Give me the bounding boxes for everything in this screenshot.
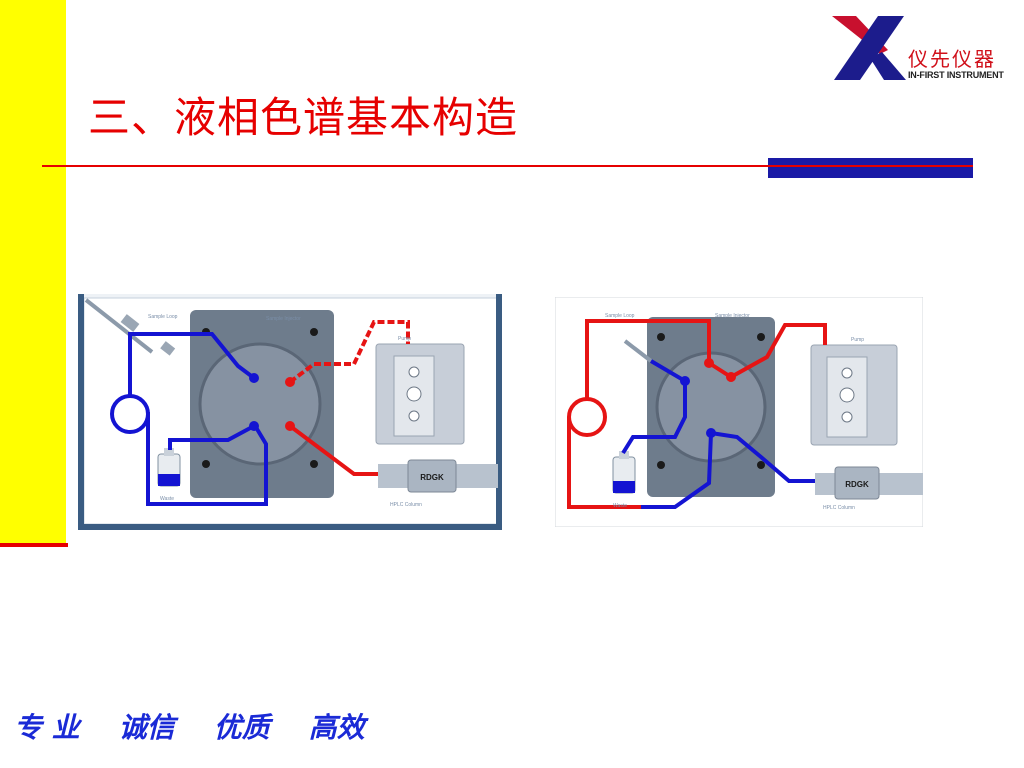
slide-title: 三、液相色谱基本构造 (88, 93, 519, 142)
pump-label: Pump (851, 337, 864, 343)
side-accent-bar (0, 0, 66, 545)
side-accent-underline (0, 543, 68, 547)
sample-loop-label: Sample Loop (148, 314, 178, 320)
sample-loop-label: Sample Loop (605, 313, 635, 319)
title-divider (42, 165, 972, 167)
waste-label: Waste (613, 503, 627, 509)
sample-injector-label: Sample Injector (715, 313, 750, 319)
hplc-column-label: HPLC Column (823, 505, 855, 511)
footer-slogan: 专 业 诚信 优质 高效 (14, 711, 365, 744)
company-name-en: IN-FIRST INSTRUMENT (908, 70, 1004, 80)
hplc-column-label: HPLC Column (390, 502, 422, 508)
pump-label: Pump (398, 336, 411, 342)
title-divider-block (768, 158, 973, 178)
column-brand-label: RDGK (845, 480, 869, 489)
company-logo (832, 16, 906, 80)
injector-diagram-inject: RDGK Sample Loop Sample Injector Pump Wa… (555, 297, 923, 527)
injector-diagram-load: RDGK Sample Loop Sample Injector Pump Wa… (78, 294, 502, 530)
waste-label: Waste (160, 496, 174, 502)
company-name-cn: 仪先仪器 (908, 47, 996, 71)
column-brand-label: RDGK (420, 473, 444, 482)
sample-injector-label: Sample Injector (266, 316, 301, 322)
